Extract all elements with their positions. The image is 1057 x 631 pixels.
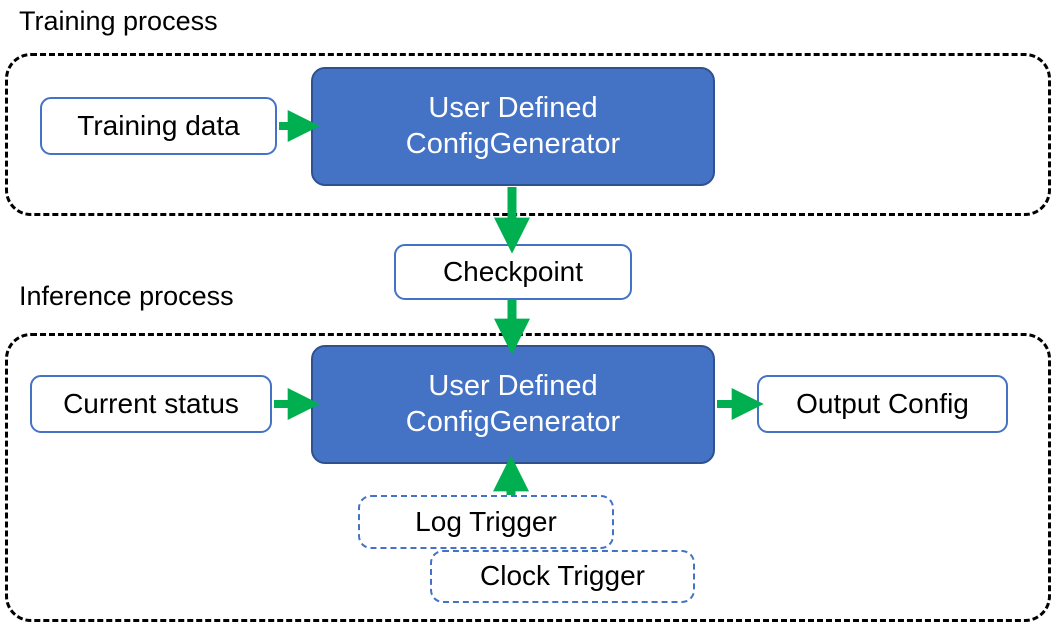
node-inference-config-generator-label-line2: ConfigGenerator <box>405 405 621 438</box>
node-inference-config-generator[interactable]: User Defined ConfigGenerator <box>311 345 715 464</box>
node-inference-config-generator-label-line1: User Defined <box>428 370 598 403</box>
node-output-config[interactable]: Output Config <box>757 375 1008 433</box>
node-checkpoint[interactable]: Checkpoint <box>394 244 632 300</box>
node-checkpoint-label: Checkpoint <box>442 255 584 287</box>
node-log-trigger[interactable]: Log Trigger <box>358 495 614 549</box>
node-training-config-generator[interactable]: User Defined ConfigGenerator <box>311 67 715 186</box>
node-training-data[interactable]: Training data <box>40 97 277 155</box>
node-training-config-generator-labels: User Defined ConfigGenerator <box>406 91 620 162</box>
node-current-status-label: Current status <box>63 387 239 419</box>
node-training-config-generator-label-line1: User Defined <box>428 92 598 125</box>
node-clock-trigger-label: Clock Trigger <box>480 560 645 592</box>
node-training-config-generator-label-line2: ConfigGenerator <box>405 127 621 160</box>
node-inference-config-generator-labels: User Defined ConfigGenerator <box>406 369 620 440</box>
group-training-process <box>5 53 1051 216</box>
node-log-trigger-label: Log Trigger <box>415 505 557 537</box>
node-output-config-label: Output Config <box>796 387 969 419</box>
section-caption-training: Training process <box>19 6 218 36</box>
section-caption-inference: Inference process <box>19 281 234 311</box>
node-clock-trigger[interactable]: Clock Trigger <box>430 550 695 603</box>
node-training-data-label: Training data <box>77 109 240 141</box>
node-current-status[interactable]: Current status <box>30 375 272 433</box>
